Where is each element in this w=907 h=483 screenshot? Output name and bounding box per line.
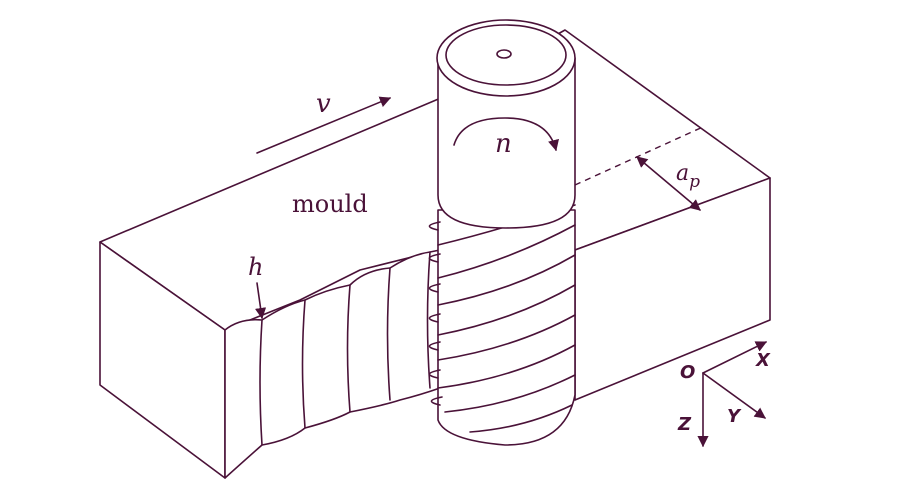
depth-guide-line — [574, 125, 706, 186]
depth-subscript: p — [689, 172, 700, 192]
cutter-flute — [437, 314, 576, 361]
cutter-flute — [437, 344, 576, 389]
mould-block — [99, 29, 771, 479]
scallop-ridge — [259, 319, 263, 446]
cutter-flute — [444, 374, 576, 413]
cutter-flute — [437, 224, 576, 279]
x-axis — [702, 341, 768, 374]
x-axis-label: X — [755, 350, 771, 371]
cutter-tooth — [428, 341, 441, 351]
z-axis-label: Z — [677, 414, 692, 435]
cutter-tooth — [428, 221, 441, 231]
origin-label: O — [680, 362, 695, 383]
velocity-label: v — [316, 89, 331, 119]
depth-arrow — [636, 156, 701, 211]
cutter-flute — [437, 284, 576, 336]
cutter-shank-top-inner — [445, 24, 567, 86]
cutter-flute — [469, 404, 573, 433]
end-mill-cutter — [428, 19, 576, 446]
cutter-tooth — [430, 396, 443, 406]
cutter-tooth — [428, 253, 441, 263]
scallop-ridge — [301, 299, 306, 429]
cutter-center-hole — [496, 49, 512, 59]
scallop-ridge — [426, 251, 431, 389]
scallop-ridge — [386, 267, 391, 401]
cutter-flute — [437, 254, 576, 306]
y-axis-label: Y — [727, 406, 742, 427]
velocity-arrow — [256, 96, 392, 154]
scallop-leader — [255, 282, 267, 320]
coordinate-axes: O X Y Z — [677, 341, 771, 448]
rotation-arrow — [453, 117, 559, 152]
depth-symbol: a — [676, 161, 689, 186]
depth-label: ap — [676, 161, 700, 192]
cutter-tooth — [428, 369, 441, 379]
cutter-shank — [437, 57, 576, 229]
cutter-tooth — [428, 313, 441, 323]
scallop-label: h — [248, 253, 263, 281]
rotation-label: n — [495, 129, 512, 159]
workpiece-label: mould — [292, 190, 368, 218]
scallop-ridge — [346, 284, 351, 413]
y-axis — [702, 372, 766, 419]
cutter-tooth — [428, 283, 441, 293]
